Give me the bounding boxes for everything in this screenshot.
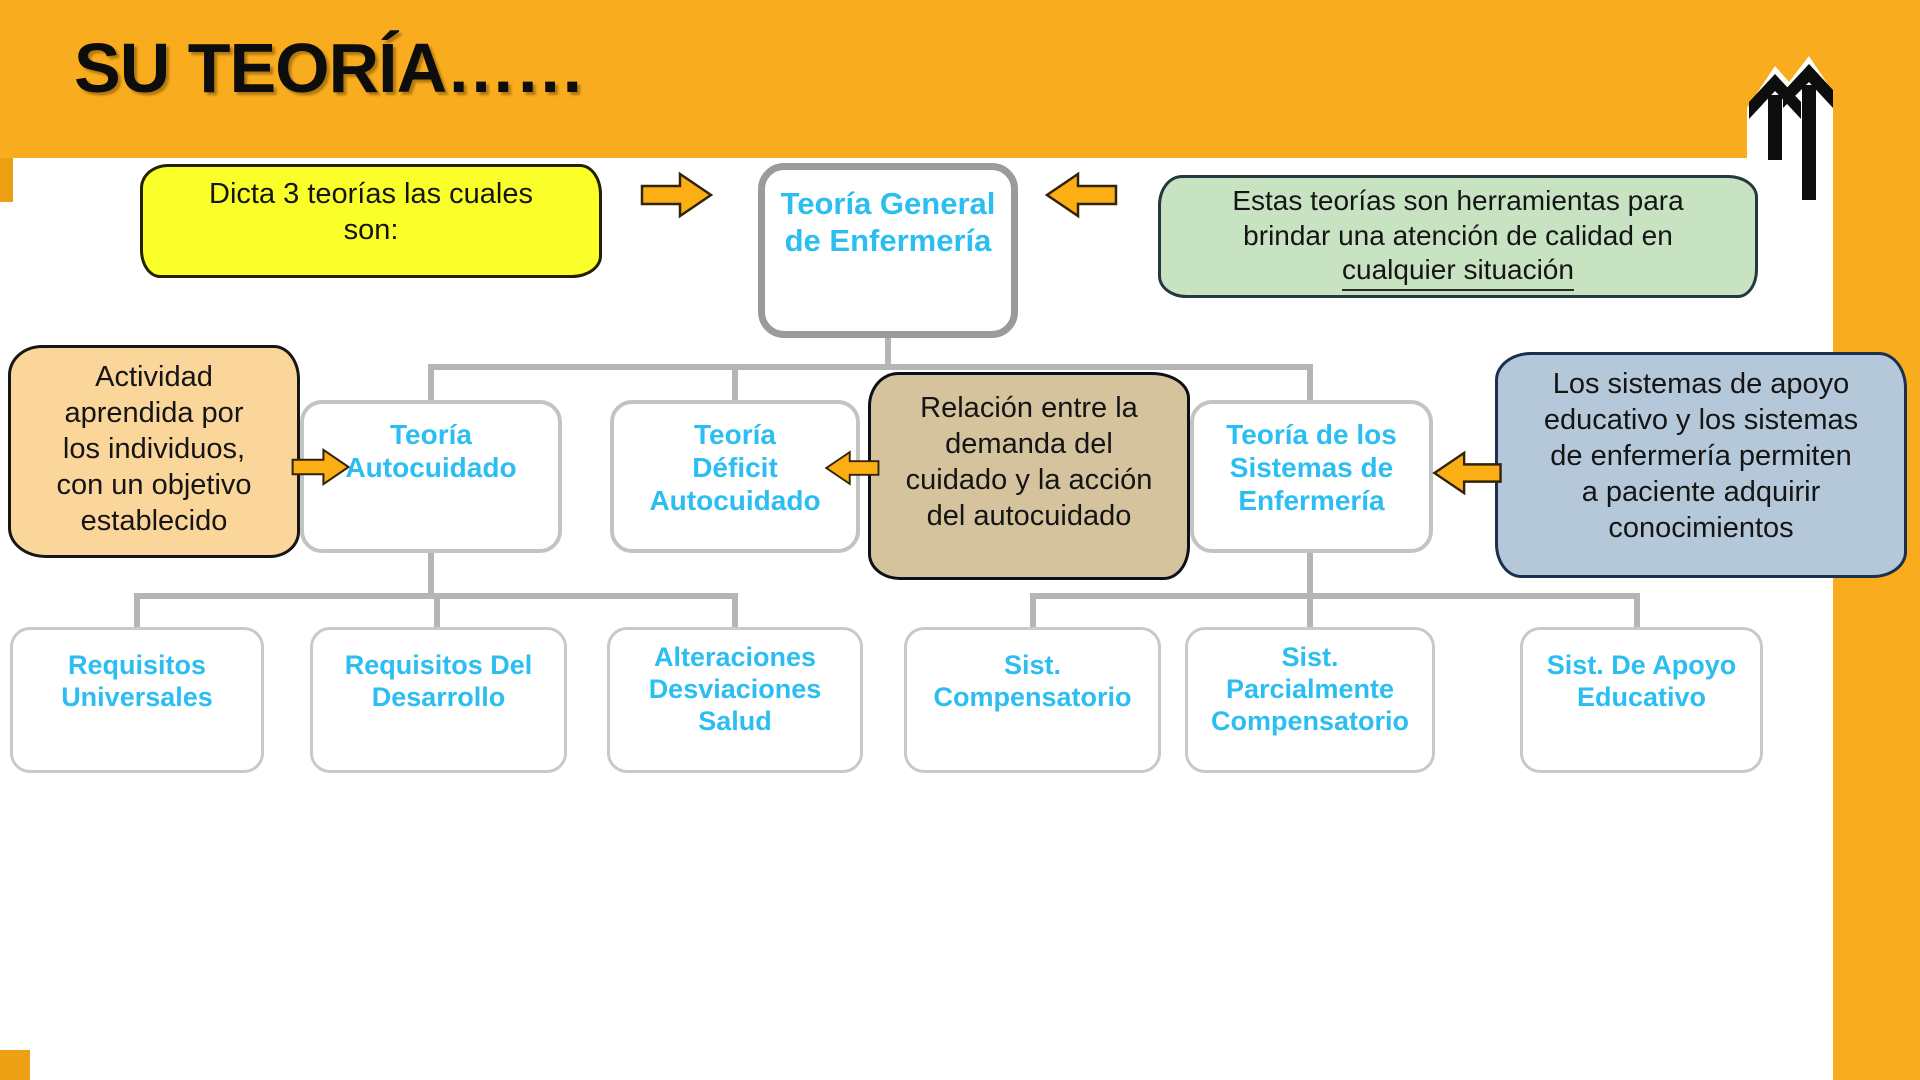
connector-stub-requisitos-universales — [134, 593, 140, 631]
callout-line: de enfermería permiten — [1550, 439, 1852, 472]
callout-line: a paciente adquirir — [1581, 475, 1821, 508]
arrow-left-icon — [1432, 450, 1502, 496]
connector-stub-sist-parcialmente — [1307, 593, 1313, 631]
node-line: Educativo — [1576, 681, 1707, 712]
callout-dicta-teorias: Dicta 3 teorías las cuales son: — [140, 164, 602, 278]
node-line: Desarrollo — [371, 681, 506, 712]
connector-stub-requisitos-desarrollo — [434, 593, 440, 631]
node-line: Universales — [61, 681, 213, 712]
header-band — [0, 0, 1920, 158]
callout-line: Estas teorías son herramientas para — [1232, 185, 1684, 216]
connector-stub-sist-compensatorio — [1030, 593, 1036, 631]
callout-actividad: Actividad aprendida por los individuos, … — [8, 345, 300, 558]
node-line: Sistemas de — [1229, 452, 1394, 484]
callout-sistemas-apoyo: Los sistemas de apoyo educativo y los si… — [1495, 352, 1907, 578]
node-line: Autocuidado — [345, 452, 517, 484]
node-line: Teoría General — [780, 186, 996, 221]
node-teoria-autocuidado: Teoría Autocuidado — [300, 400, 562, 553]
node-line: Requisitos Del — [344, 650, 533, 680]
node-line: Teoría — [694, 419, 776, 450]
node-line: Sist. — [1003, 650, 1062, 680]
node-line: Sist. De Apoyo — [1546, 650, 1737, 680]
arrow-right-icon — [291, 448, 351, 486]
node-requisitos-universales: Requisitos Universales — [10, 627, 264, 773]
node-teoria-sistemas: Teoría de los Sistemas de Enfermería — [1190, 400, 1433, 553]
node-line: Teoría — [390, 419, 472, 450]
callout-line: Los sistemas de apoyo — [1552, 368, 1850, 400]
connector-level2-line — [428, 364, 1313, 370]
node-line: Déficit — [692, 452, 778, 484]
page-title: SU TEORÍA…… — [74, 29, 585, 107]
connector-sistemas-down — [1307, 550, 1313, 597]
callout-line: los individuos, — [62, 432, 246, 465]
connector-stub-autocuidado — [428, 364, 434, 404]
node-line: Teoría de los — [1226, 419, 1397, 450]
arrow-left-icon — [824, 450, 880, 486]
callout-line: demanda del — [945, 427, 1113, 460]
node-requisitos-desarrollo: Requisitos Del Desarrollo — [310, 627, 567, 773]
node-line: Enfermería — [1238, 485, 1385, 517]
node-alteraciones: Alteraciones Desviaciones Salud — [607, 627, 863, 773]
callout-line: cuidado y la acción — [905, 463, 1153, 496]
arrow-right-icon — [640, 171, 714, 219]
node-line: Desviaciones — [648, 673, 822, 704]
callout-line: aprendida por — [64, 396, 244, 429]
callout-line: son: — [343, 213, 399, 246]
bottom-left-orange-notch — [0, 1050, 30, 1080]
node-line: Compensatorio — [933, 681, 1132, 712]
node-line: Parcialmente — [1225, 673, 1395, 704]
callout-line: Actividad — [95, 361, 213, 393]
underlined-text: cualquier situación — [1342, 253, 1574, 292]
connector-stub-alteraciones — [732, 593, 738, 631]
callout-herramientas: Estas teorías son herramientas para brin… — [1158, 175, 1758, 298]
callout-line: Dicta 3 teorías las cuales — [209, 178, 533, 210]
callout-line: educativo y los sistemas — [1543, 403, 1859, 436]
node-line: de Enfermería — [784, 222, 992, 258]
callout-relacion: Relación entre la demanda del cuidado y … — [868, 372, 1190, 580]
right-orange-strip — [1833, 158, 1920, 1080]
callout-line: brindar una atención de calidad en — [1243, 219, 1673, 251]
connector-stub-sist-apoyo — [1634, 593, 1640, 631]
node-line: Alteraciones — [653, 642, 817, 672]
arrow-left-icon — [1044, 171, 1118, 219]
callout-line: establecido — [80, 504, 228, 537]
left-orange-notch — [0, 158, 13, 202]
callout-line: con un objetivo — [56, 468, 252, 501]
node-line: Compensatorio — [1210, 705, 1410, 736]
double-up-arrow-logo-icon — [1747, 56, 1833, 223]
callout-line: conocimientos — [1608, 511, 1794, 544]
connector-autocuidado-down — [428, 550, 434, 597]
node-line: Sist. — [1281, 642, 1339, 672]
callout-line: Relación entre la — [920, 392, 1138, 424]
node-line: Salud — [698, 705, 772, 736]
node-sist-parcialmente: Sist. Parcialmente Compensatorio — [1185, 627, 1435, 773]
node-teoria-general: Teoría General de Enfermería — [758, 163, 1018, 338]
node-sist-compensatorio: Sist. Compensatorio — [904, 627, 1161, 773]
node-line: Requisitos — [67, 650, 207, 680]
connector-stub-deficit — [732, 364, 738, 404]
node-line: Autocuidado — [649, 485, 821, 517]
connector-root-stub — [885, 336, 891, 370]
node-sist-apoyo: Sist. De Apoyo Educativo — [1520, 627, 1763, 773]
connector-stub-sistemas — [1307, 364, 1313, 404]
connector-level3-right-line — [1030, 593, 1640, 599]
callout-line: del autocuidado — [926, 499, 1132, 532]
node-teoria-deficit: Teoría Déficit Autocuidado — [610, 400, 860, 553]
